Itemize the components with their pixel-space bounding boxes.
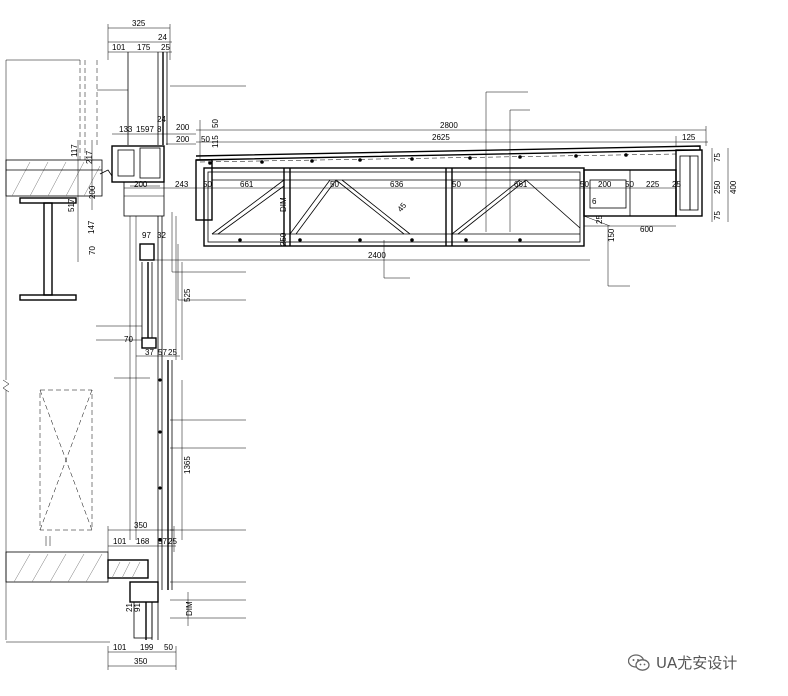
- dim-25-top: 25: [161, 43, 170, 52]
- dim-50-h: 50: [164, 643, 173, 652]
- dim-101: 101: [112, 43, 126, 52]
- dim-2625: 2625: [432, 133, 450, 142]
- dim-91: 91: [133, 603, 142, 612]
- canopy-dimensions-mid: 200 243 50 661 50 636 50 661 50 200 50 2…: [124, 148, 738, 261]
- dim-24-top: 24: [158, 33, 167, 42]
- canopy-dimensions-top: 2800 2625 125: [196, 121, 708, 146]
- dim-175: 175: [137, 43, 151, 52]
- dim-dim-b: DIM: [185, 601, 194, 616]
- wechat-icon: [627, 653, 650, 672]
- dim-200-c: 200: [88, 185, 97, 199]
- dim-70-b: 70: [124, 335, 133, 344]
- steel-i-beam: [19, 197, 77, 301]
- dim-6: 6: [592, 197, 597, 206]
- dim-50-c: 50: [203, 180, 212, 189]
- dim-97: 97: [145, 125, 154, 134]
- dim-147: 147: [87, 220, 96, 234]
- lower-dimensions: 350 101 168 57 25: [107, 521, 177, 552]
- dim-8: 8: [157, 125, 162, 134]
- dim-21: 21: [125, 603, 134, 612]
- mid-dimension-chain: 24 133 15 97 8 200 200 50 117 217 200 51…: [67, 115, 220, 262]
- sill-detail: 21 91 DIM 101 199 50 350: [6, 581, 194, 670]
- dim-217: 217: [85, 150, 94, 164]
- dim-150: 150: [607, 228, 616, 242]
- dim-115: 115: [211, 135, 220, 148]
- dim-75-b: 75: [713, 211, 722, 220]
- dim-600: 600: [640, 225, 654, 234]
- dim-24-mid: 24: [157, 115, 166, 124]
- dim-50-g: 50: [625, 180, 634, 189]
- dim-25-e: 25: [168, 537, 177, 546]
- dim-133: 133: [119, 125, 133, 134]
- watermark: UA尤安设计: [627, 652, 738, 673]
- dim-200-a: 200: [176, 123, 190, 132]
- leader-lines-canopy: [171, 91, 630, 301]
- dim-2800: 2800: [440, 121, 458, 130]
- dim-250-a: 250: [713, 180, 722, 194]
- upper-curtain-wall: [127, 52, 246, 145]
- dim-200-d: 200: [134, 180, 148, 189]
- dim-1365: 1365: [183, 456, 192, 474]
- dim-15: 15: [136, 125, 145, 134]
- dim-200-b: 200: [176, 135, 190, 144]
- dim-50-f: 50: [580, 180, 589, 189]
- column-dimensions: 525 70 37 57 25 1365: [124, 262, 192, 540]
- dim-57-b: 57: [158, 537, 167, 546]
- vertical-mullion: [96, 216, 246, 619]
- dim-243: 243: [175, 180, 189, 189]
- dim-50-b: 50: [211, 119, 220, 128]
- dim-199: 199: [140, 643, 154, 652]
- dim-25-c: 25: [595, 215, 604, 224]
- lower-floor-slab: [5, 551, 149, 583]
- top-dimension-chain: 325 24 101 175 25: [107, 19, 172, 60]
- dim-400: 400: [729, 180, 738, 194]
- dim-101-b: 101: [113, 537, 127, 546]
- dim-45: 45: [396, 201, 409, 214]
- left-wall-outline: [2, 59, 128, 640]
- dim-101-c: 101: [113, 643, 127, 652]
- dim-97-b: 97: [142, 231, 151, 240]
- watermark-text: UA尤安设计: [656, 654, 738, 672]
- dim-50-d: 50: [330, 180, 339, 189]
- dim-75-a: 75: [713, 153, 722, 162]
- dim-250-b: 250: [279, 232, 288, 246]
- dim-57: 57: [158, 348, 167, 357]
- opening-marker: [39, 389, 93, 546]
- dim-200-e: 200: [598, 180, 612, 189]
- dim-168: 168: [136, 537, 150, 546]
- dim-37: 37: [145, 348, 154, 357]
- dim-225: 225: [646, 180, 660, 189]
- dim-70-a: 70: [88, 246, 97, 255]
- dim-350-b: 350: [134, 657, 148, 666]
- dim-25-b: 25: [672, 180, 681, 189]
- canopy-beam: [195, 145, 703, 247]
- dim-2400: 2400: [368, 251, 386, 260]
- bolt-row: [208, 153, 628, 242]
- dim-661-b: 661: [514, 180, 528, 189]
- dim-dim-a: DIM: [279, 197, 288, 212]
- dim-25-d: 25: [168, 348, 177, 357]
- dim-636: 636: [390, 180, 404, 189]
- dim-125: 125: [682, 133, 696, 142]
- dim-325: 325: [132, 19, 146, 28]
- dim-117: 117: [70, 144, 79, 157]
- junction-frame: [99, 145, 165, 217]
- dim-517: 517: [67, 198, 76, 212]
- dim-350-a: 350: [134, 521, 148, 530]
- dim-50-e: 50: [452, 180, 461, 189]
- dim-525: 525: [183, 288, 192, 302]
- dim-50-a: 50: [201, 135, 210, 144]
- dim-661-a: 661: [240, 180, 254, 189]
